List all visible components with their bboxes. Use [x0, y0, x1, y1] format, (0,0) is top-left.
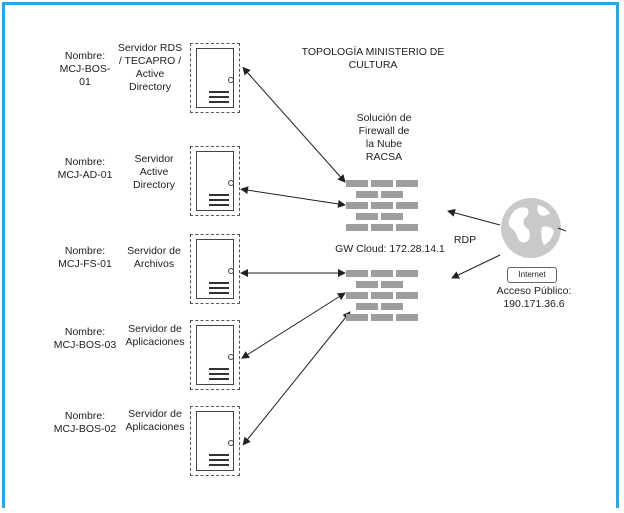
server-role-line: Directory [128, 81, 171, 93]
server-role-line: Servidor de [128, 408, 182, 420]
server-icon [190, 146, 240, 216]
firewall-icon [346, 270, 418, 321]
server-name-label: Nombre: [64, 326, 106, 338]
server-name-label: Nombre: [64, 156, 106, 168]
server-icon [190, 234, 240, 304]
server-name-value: MCJ-AD-01 [57, 169, 113, 181]
firewall-label-line: Solución de [356, 112, 412, 124]
server-name-value: MCJ-BOS-03 [53, 339, 117, 351]
server-role-line: Servidor RDS [117, 42, 183, 54]
link-bos01-firewall [242, 66, 346, 183]
public-access-title: Acceso Público: [496, 285, 572, 297]
link-bos02-firewall [242, 311, 351, 446]
firewall-label: Solución de Firewall de la Nube RACSA [346, 112, 422, 164]
server-icon [190, 320, 240, 390]
link-internet-firewall-bottom [451, 254, 501, 279]
server-name-label: Nombre: [64, 245, 106, 257]
server-icon [190, 43, 240, 113]
server-name-value: MCJ-BOS-01 [59, 63, 111, 88]
server-name-value: MCJ-BOS-02 [53, 423, 117, 435]
server-role-line: Servidor de [128, 323, 182, 335]
firewall-label-line: Firewall de [358, 125, 410, 137]
rdp-label: RDP [453, 234, 477, 246]
server-role-bos02: Servidor de Aplicaciones [118, 408, 192, 434]
server-role-line: Archivos [133, 258, 175, 270]
firewall-label-line: la Nube [365, 138, 403, 150]
server-role-line: Aplicaciones [125, 336, 185, 348]
link-internet-firewall-top [447, 208, 501, 226]
internet-badge: Internet [507, 267, 557, 283]
server-role-line: / TECAPRO / [118, 55, 182, 67]
server-role-line: Servidor de [127, 245, 181, 257]
server-role-bos01: Servidor RDS / TECAPRO / Active Director… [112, 42, 188, 94]
server-name-fs01: Nombre: MCJ-FS-01 [54, 245, 116, 271]
firewall-icon [346, 180, 418, 231]
globe-icon [501, 198, 566, 258]
server-name-bos01: Nombre: MCJ-BOS-01 [54, 50, 116, 89]
server-role-bos03: Servidor de Aplicaciones [118, 323, 192, 349]
title-line-2: CULTURA [348, 59, 398, 71]
server-role-line: Aplicaciones [125, 421, 185, 433]
server-role-ad01: Servidor Active Directory [116, 153, 192, 192]
server-name-ad01: Nombre: MCJ-AD-01 [54, 156, 116, 182]
title-line-1: TOPOLOGÍA MINISTERIO DE [301, 46, 445, 58]
diagram-frame [2, 2, 619, 508]
server-icon [190, 406, 240, 476]
server-name-bos02: Nombre: MCJ-BOS-02 [52, 410, 118, 436]
public-access-label: Acceso Público: 190.171.36.6 [492, 285, 576, 311]
server-role-line: Servidor [134, 153, 174, 165]
link-bos03-firewall [241, 292, 346, 359]
public-access-ip: 190.171.36.6 [503, 298, 565, 310]
server-role-line: Active [139, 166, 169, 178]
server-name-label: Nombre: [64, 50, 106, 62]
server-name-bos03: Nombre: MCJ-BOS-03 [52, 326, 118, 352]
server-role-line: Active [135, 68, 165, 80]
firewall-label-line: RACSA [365, 151, 403, 163]
diagram-title: TOPOLOGÍA MINISTERIO DE CULTURA [298, 46, 448, 72]
gateway-label: GW Cloud: 172.28.14.1 [335, 243, 445, 255]
link-ad01-firewall [240, 186, 346, 208]
server-role-line: Directory [132, 179, 175, 191]
server-role-fs01: Servidor de Archivos [118, 245, 190, 271]
server-name-label: Nombre: [64, 410, 106, 422]
server-name-value: MCJ-FS-01 [58, 258, 112, 270]
